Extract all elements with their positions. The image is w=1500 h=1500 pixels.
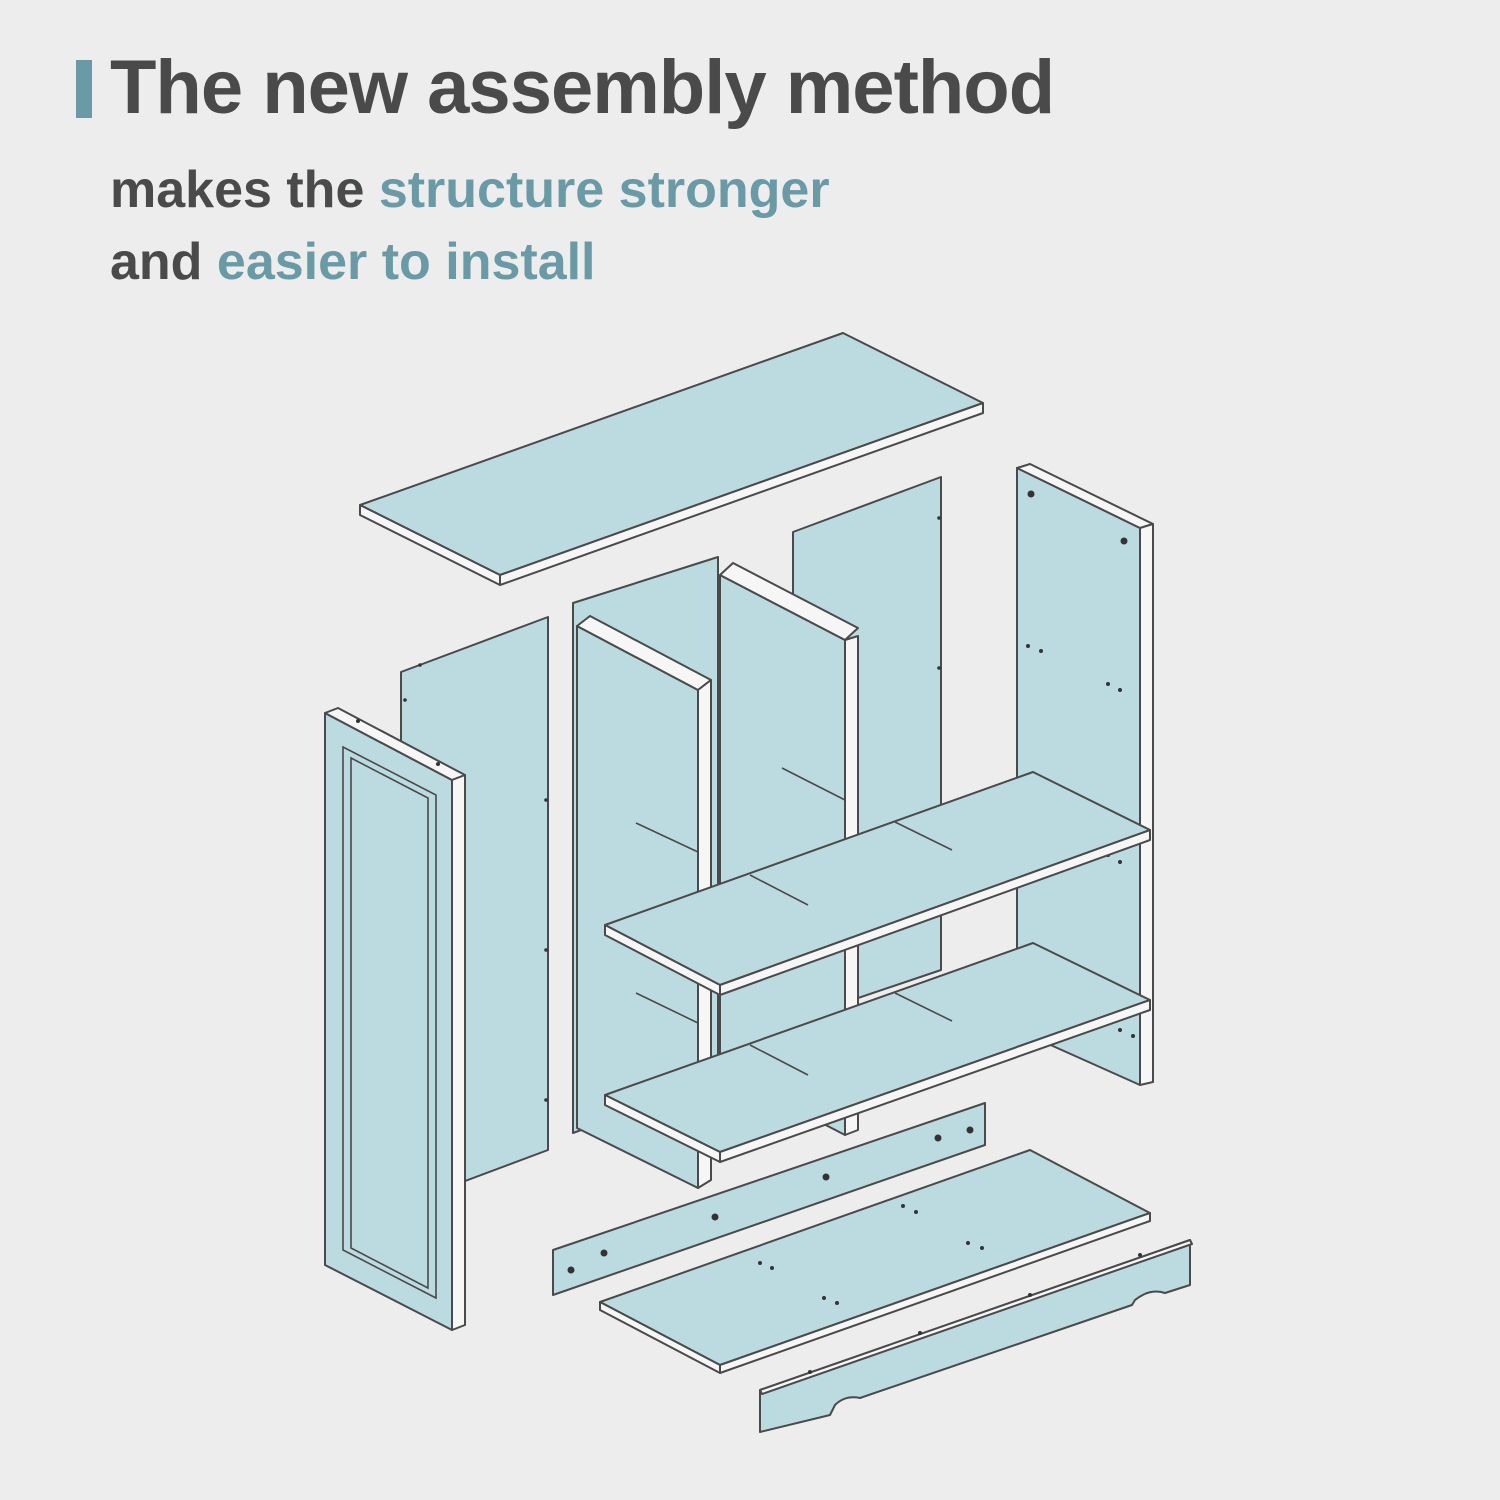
- accent-bar: [76, 60, 92, 118]
- top-panel: [359, 332, 984, 586]
- left-door-frame: [324, 707, 466, 1331]
- line1-highlight: structure stronger: [378, 161, 830, 219]
- line1-prefix: makes the: [110, 161, 379, 219]
- line2-highlight: easier to install: [216, 233, 596, 291]
- upper-shelf: [604, 771, 1151, 996]
- bottom-panel: [599, 1149, 1151, 1374]
- headline-title: The new assembly method: [110, 45, 1055, 130]
- headline-line-1: makes the structure stronger: [110, 160, 830, 220]
- front-rail: [552, 1102, 986, 1296]
- headline-line-2: and easier to install: [110, 232, 596, 292]
- base-plinth: [759, 1239, 1193, 1433]
- lower-shelf: [604, 942, 1151, 1163]
- line2-prefix: and: [110, 233, 217, 291]
- right-side-panel: [1016, 463, 1154, 1086]
